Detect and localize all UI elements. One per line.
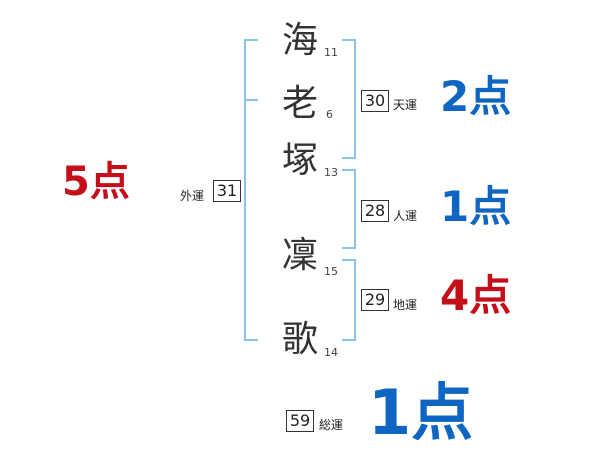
stroke-count-2: 6 xyxy=(326,108,333,121)
tenun-score: 2点 xyxy=(440,72,512,121)
jinun-label: 人運 xyxy=(393,209,418,223)
chiun-bracket xyxy=(342,259,356,341)
jinun-value-box: 28 xyxy=(361,200,389,222)
souun-label: 総運 xyxy=(319,418,344,432)
name-char-3: 塚 xyxy=(282,140,319,181)
chiun-value-box: 29 xyxy=(361,289,389,311)
gaiun-score: 5点 xyxy=(62,159,130,205)
tenun-label: 天運 xyxy=(393,98,418,112)
gaiun-value-box: 31 xyxy=(213,180,241,202)
tenun-bracket xyxy=(342,39,356,159)
gaiun-label: 外運 xyxy=(180,189,205,203)
stroke-count-1: 11 xyxy=(324,46,338,59)
name-char-4: 凜 xyxy=(282,235,319,276)
stroke-count-3: 13 xyxy=(324,166,338,179)
stroke-count-5: 14 xyxy=(324,346,338,359)
souun-value-box: 59 xyxy=(286,410,314,432)
souun-score: 1点 xyxy=(368,376,474,449)
jinun-bracket xyxy=(342,169,356,249)
name-char-2: 老 xyxy=(282,83,319,124)
tenun-value-box: 30 xyxy=(361,90,389,112)
name-char-1: 海 xyxy=(282,20,319,61)
chiun-score: 4点 xyxy=(440,271,512,320)
stroke-count-4: 15 xyxy=(324,265,338,278)
name-char-5: 歌 xyxy=(282,319,319,360)
outer-bracket xyxy=(244,39,258,341)
chiun-label: 地運 xyxy=(393,298,418,312)
jinun-score: 1点 xyxy=(440,182,512,231)
